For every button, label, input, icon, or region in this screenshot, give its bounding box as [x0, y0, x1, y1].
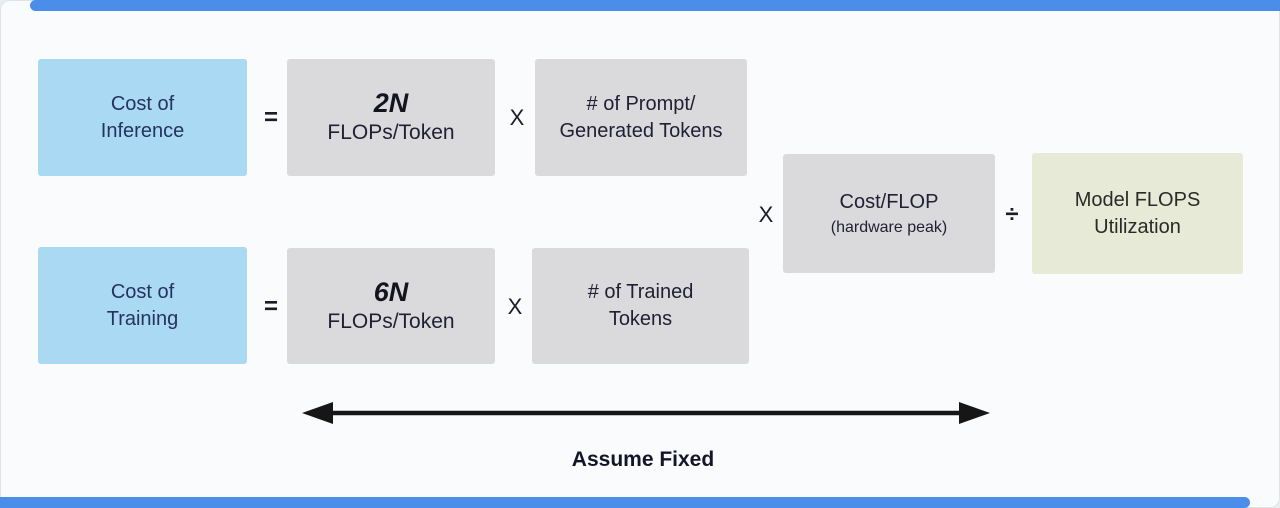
flops-per-token-2n-box: 2N FLOPs/Token	[287, 59, 495, 176]
mfu-line2: Utilization	[1094, 215, 1181, 238]
equals-operator-training: =	[263, 293, 279, 320]
divide-operator: ÷	[1005, 201, 1019, 228]
arrow-left-head-icon	[302, 402, 333, 424]
flops-per-token-label: FLOPs/Token	[327, 309, 455, 333]
flops-per-token-label: FLOPs/Token	[327, 121, 455, 144]
cost-of-training-box: Cost of Training	[38, 247, 247, 364]
assume-fixed-range-arrow	[302, 402, 990, 424]
trained-tokens-line1: # of Trained	[587, 281, 694, 303]
cost-of-inference-line1: Cost of	[110, 92, 175, 115]
model-flops-utilization-box: Model FLOPS Utilization	[1032, 153, 1243, 274]
bottom-accent-bar	[0, 497, 1250, 508]
top-accent-bar	[30, 0, 1280, 11]
equals-operator-inference: =	[263, 104, 279, 131]
flops-per-token-6n-box: 6N FLOPs/Token	[287, 248, 495, 364]
multiply-operator-inference: X	[509, 105, 525, 130]
trained-tokens-line2: Tokens	[608, 308, 673, 330]
multiply-operator-training: X	[507, 294, 523, 319]
coefficient-6n: 6N	[373, 276, 409, 307]
cost-of-inference-line2: Inference	[100, 119, 185, 142]
cost-of-training-line1: Cost of	[110, 280, 175, 303]
cost-per-flop-box: Cost/FLOP (hardware peak)	[783, 154, 995, 273]
cost-of-inference-box: Cost of Inference	[38, 59, 247, 176]
prompt-tokens-line2: Generated Tokens	[559, 119, 723, 142]
hardware-peak-subtitle: (hardware peak)	[830, 218, 948, 236]
cost-of-training-line2: Training	[106, 307, 179, 330]
coefficient-2n: 2N	[373, 88, 409, 118]
mfu-line1: Model FLOPS	[1074, 188, 1201, 211]
prompt-tokens-line1: # of Prompt/	[586, 92, 696, 115]
assume-fixed-label: Assume Fixed	[571, 448, 715, 471]
prompt-generated-tokens-box: # of Prompt/ Generated Tokens	[535, 59, 747, 176]
arrow-right-head-icon	[959, 402, 990, 424]
trained-tokens-box: # of Trained Tokens	[532, 248, 749, 364]
cost-per-flop-title: Cost/FLOP	[839, 190, 939, 213]
multiply-operator-shared: X	[758, 202, 774, 227]
